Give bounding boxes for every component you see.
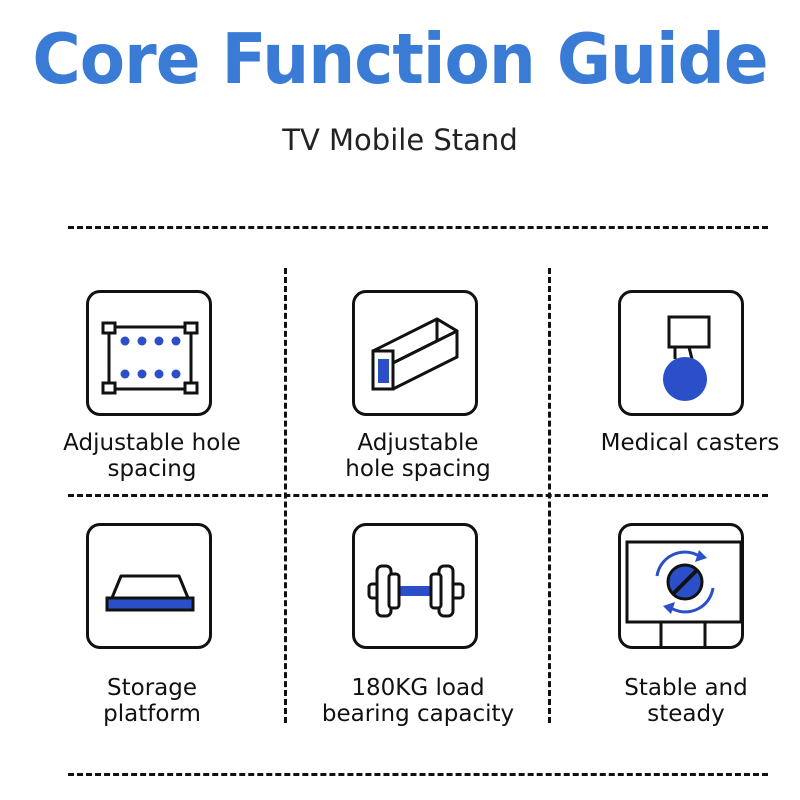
storage-platform-icon bbox=[86, 523, 212, 649]
divider-middle bbox=[68, 494, 768, 497]
feature-label-line: Stable and bbox=[624, 675, 748, 701]
square-tube-icon bbox=[352, 290, 478, 416]
page-subtitle: TV Mobile Stand bbox=[282, 123, 518, 157]
feature-label-line: spacing bbox=[107, 456, 197, 482]
dumbbell-icon bbox=[352, 523, 478, 649]
stable-screen-icon bbox=[618, 523, 744, 649]
feature-label-casters: Medical casters bbox=[570, 430, 800, 456]
feature-label-line: 180KG load bbox=[351, 675, 485, 701]
feature-label-line: platform bbox=[103, 701, 201, 727]
feature-label-stable: Stable and steady bbox=[566, 675, 800, 727]
feature-label-hole-spacing: Adjustable hole spacing bbox=[32, 430, 272, 482]
feature-label-line: Medical casters bbox=[600, 430, 780, 456]
feature-label-line: Adjustable bbox=[357, 430, 479, 456]
divider-vertical-right bbox=[548, 268, 551, 723]
caster-wheel-icon bbox=[618, 290, 744, 416]
feature-label-line: Adjustable hole bbox=[63, 430, 241, 456]
divider-vertical-left bbox=[284, 268, 287, 723]
hole-plate-icon bbox=[86, 290, 212, 416]
feature-label-line: bearing capacity bbox=[321, 701, 515, 727]
feature-label-line: steady bbox=[647, 701, 725, 727]
feature-label-line: Storage bbox=[107, 675, 197, 701]
divider-bottom bbox=[68, 773, 768, 776]
divider-top bbox=[68, 226, 768, 229]
feature-label-tube-spacing: Adjustable hole spacing bbox=[298, 430, 538, 482]
page-title: Core Function Guide bbox=[32, 19, 768, 100]
feature-label-load: 180KG load bearing capacity bbox=[298, 675, 538, 727]
feature-label-line: hole spacing bbox=[345, 456, 491, 482]
feature-label-storage: Storage platform bbox=[32, 675, 272, 727]
